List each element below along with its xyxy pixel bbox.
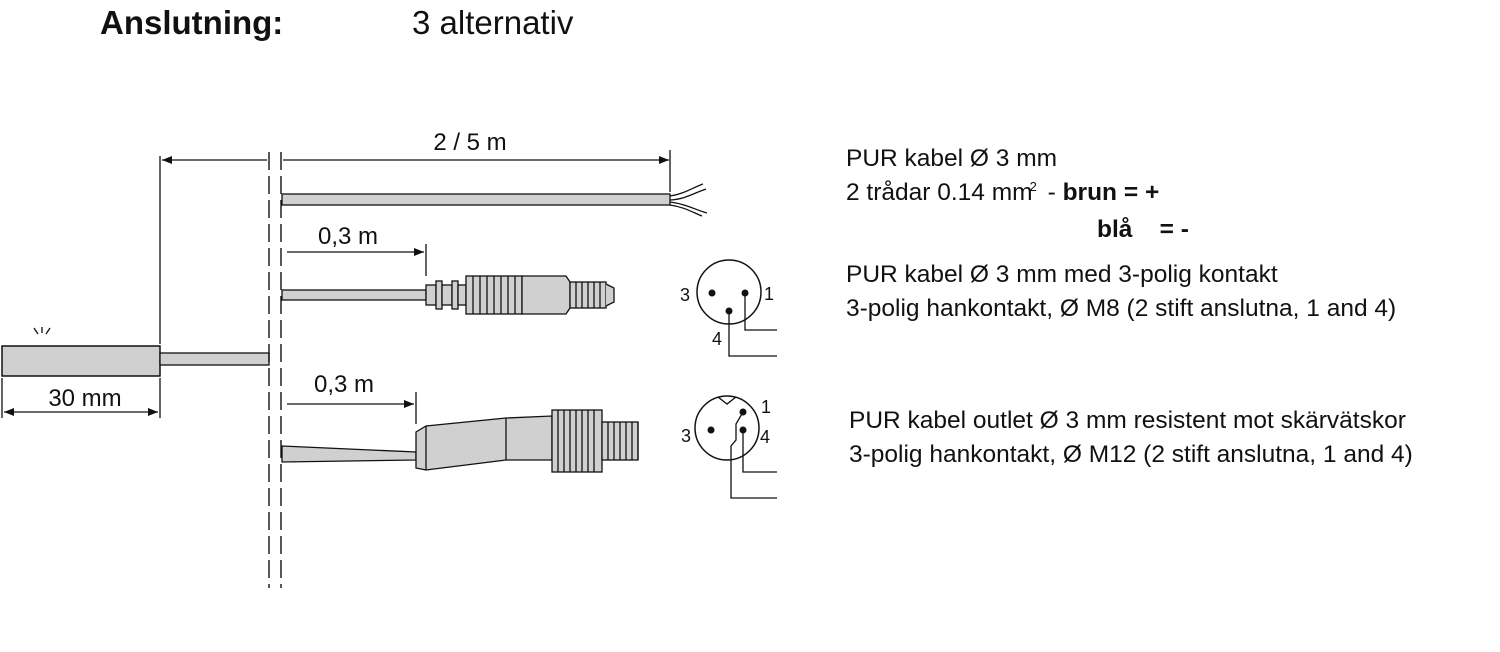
option-2-line-1: PUR kabel Ø 3 mm med 3-polig kontakt xyxy=(846,261,1278,288)
sensor-body xyxy=(1,345,161,377)
option-1-line-2: 2 trådar 0.14 mm2 - brun = + xyxy=(846,179,1160,206)
m12-connector xyxy=(281,409,639,473)
brown-wire-label: brun xyxy=(1062,179,1118,206)
m8-pin-1-label: 1 xyxy=(764,284,774,304)
m12-pin-1-label: 1 xyxy=(761,397,771,417)
section-title: Anslutning: xyxy=(100,4,284,41)
option-2-line-2: 3-polig hankontakt, Ø M8 (2 stift anslut… xyxy=(846,295,1397,322)
option-3-line-2: 3-polig hankontakt, Ø M12 (2 stift anslu… xyxy=(849,441,1413,468)
sensor-cable xyxy=(159,352,270,366)
cable-length-label: 2 / 5 m xyxy=(433,129,506,156)
m8-pigtail-dimension: 0,3 m xyxy=(287,223,427,276)
option-open-cable-description: PUR kabel Ø 3 mm 2 trådar 0.14 mm2 - bru… xyxy=(846,142,1189,247)
option-m8-description: PUR kabel Ø 3 mm med 3-polig kontakt 3-p… xyxy=(846,258,1396,326)
m12-pigtail-label: 0,3 m xyxy=(314,371,374,398)
m12-pin-4-label: 4 xyxy=(760,427,770,447)
m12-pigtail-dimension: 0,3 m xyxy=(287,371,417,424)
section-subtitle: 3 alternativ xyxy=(412,4,574,41)
option-1-line-3: blå = - xyxy=(1097,216,1189,243)
option-1-line-1: PUR kabel Ø 3 mm xyxy=(846,145,1058,172)
m8-pin-4-label: 4 xyxy=(712,329,722,349)
option-3-line-1: PUR kabel outlet Ø 3 mm resistent mot sk… xyxy=(849,407,1406,434)
cable-length-dimension: 2 / 5 m xyxy=(162,129,671,192)
option-m12-description: PUR kabel outlet Ø 3 mm resistent mot sk… xyxy=(849,404,1413,472)
m8-pigtail-label: 0,3 m xyxy=(318,223,378,250)
m12-pin-3-label: 3 xyxy=(681,426,691,446)
open-cable xyxy=(281,183,708,217)
m8-connector xyxy=(281,275,615,315)
cable-break-lines xyxy=(268,152,282,588)
sensor-length-dimension: 30 mm xyxy=(1,378,161,418)
blue-wire-label: blå xyxy=(1097,216,1133,243)
m8-pinout-diagram: 3 1 4 xyxy=(680,259,777,357)
m8-pin-3-label: 3 xyxy=(680,285,690,305)
m12-pinout-diagram: 3 1 4 xyxy=(681,395,777,499)
sensor-led-icon xyxy=(33,327,51,335)
sensor-length-label: 30 mm xyxy=(48,385,121,412)
